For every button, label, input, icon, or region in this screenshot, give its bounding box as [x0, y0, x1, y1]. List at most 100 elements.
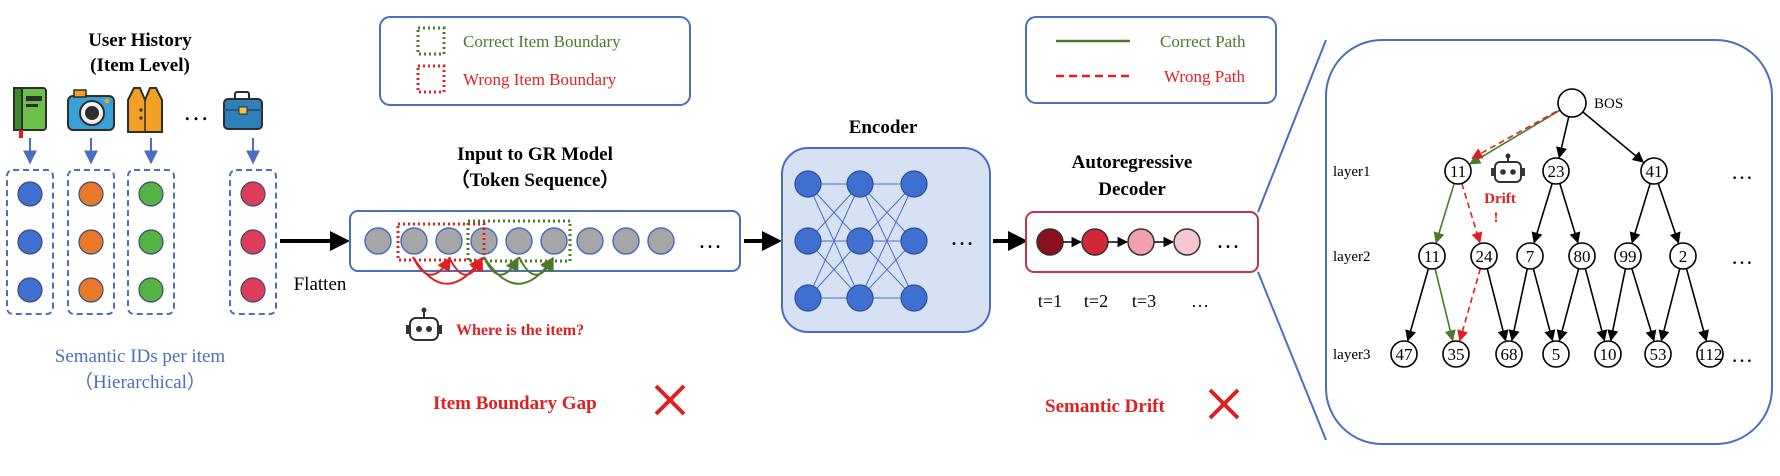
tree-layer3-node [1644, 340, 1672, 368]
zoom-line-top [1257, 39, 1327, 213]
decoder-token [1081, 228, 1109, 256]
tree-layer2-node [1614, 242, 1642, 270]
tree-layer2-node-label: 80 [1574, 247, 1591, 266]
attention-arcs [412, 256, 554, 285]
decoder-ellipsis: … [1216, 228, 1240, 254]
item-boundary-gap-label: Item Boundary Gap [433, 393, 597, 414]
tree-edge [1584, 268, 1608, 342]
sequence-token [505, 227, 533, 255]
id-column-frame [6, 169, 54, 315]
tree-edge [1471, 110, 1558, 159]
semantic-ids-label: Semantic IDs per item [55, 346, 226, 367]
encoder-node [846, 170, 874, 198]
semantic-id-token [138, 277, 164, 303]
boundary-gap-cross-icon [654, 384, 686, 416]
path-legend-box [1025, 16, 1277, 104]
correct-boundary-label: Correct Item Boundary [463, 32, 621, 51]
sequence-token [400, 227, 428, 255]
zoom-line-bottom [1257, 271, 1327, 441]
tree-edge [1657, 183, 1681, 244]
tree-layer2-node-label: 11 [1424, 247, 1440, 266]
decoder-token [1173, 228, 1201, 256]
tree-layer2-node [1516, 242, 1544, 270]
boundary-legend-box [379, 16, 691, 106]
tree-panel [1325, 39, 1773, 445]
tree-layer2-node [1470, 242, 1498, 270]
tree-row-ellipsis: … [1731, 159, 1753, 184]
tree-edge [1658, 268, 1681, 342]
tree-edge [1508, 268, 1529, 342]
camera-icon [67, 89, 115, 131]
correct-boundary-swatch [416, 26, 446, 56]
semantic-drift-cross-icon [1208, 388, 1240, 420]
wrong-boundary-label: Wrong Item Boundary [463, 70, 617, 89]
sequence-token [470, 227, 498, 255]
semantic-id-token [78, 229, 104, 255]
tree-edge [1629, 183, 1651, 244]
semantic-id-token [17, 181, 43, 207]
encoder-ellipsis: … [950, 225, 974, 251]
semantic-id-token [17, 277, 43, 303]
sequence-token [612, 227, 640, 255]
user-history-subtitle: (Item Level) [90, 55, 190, 76]
tree-layer3-node [1390, 340, 1418, 368]
tree-layer1-node [1542, 157, 1570, 185]
semantic-id-token [240, 277, 266, 303]
tree-edge [1631, 268, 1657, 342]
sequence-token [364, 227, 392, 255]
wrong-path-label: Wrong Path [1164, 67, 1245, 86]
tree-edge [1532, 268, 1556, 342]
drift-exclamation: ! [1494, 210, 1499, 226]
tree-layer1-node-label: 11 [1450, 162, 1466, 181]
drift-robot-icon [1491, 153, 1525, 183]
tree-layer2-node [1418, 242, 1446, 270]
tree-edge [1486, 268, 1509, 342]
sequence-token [540, 227, 568, 255]
tree-edge [1556, 268, 1580, 342]
encoder-node [846, 227, 874, 255]
semantic-drift-label: Semantic Drift [1045, 396, 1165, 417]
correct-path-label: Correct Path [1160, 32, 1246, 51]
encoder-network [794, 170, 928, 312]
semantic-id-token [240, 229, 266, 255]
decoder-tokens [1036, 228, 1201, 256]
where-is-item-question: Where is the item? [456, 322, 584, 339]
tree-edge [1433, 183, 1455, 244]
encoder-node [794, 227, 822, 255]
token-ellipsis: … [698, 228, 722, 254]
tree-edge [1461, 183, 1483, 244]
encoder-title: Encoder [849, 117, 918, 138]
tree-layer2-node [1568, 242, 1596, 270]
briefcase-icon [223, 91, 263, 130]
tree-layer1-node [1640, 157, 1668, 185]
tree-layer3-node-label: 35 [1448, 345, 1465, 364]
tree-edge [1556, 115, 1570, 159]
tree-layer2-node-label: 2 [1679, 247, 1688, 266]
semantic-id-token [138, 229, 164, 255]
sequence-token [576, 227, 604, 255]
tree-layer3-node-label: 47 [1396, 345, 1414, 364]
semantic-id-token [240, 181, 266, 207]
tree-layer3-node-label: 68 [1501, 345, 1518, 364]
id-column-frame [229, 169, 277, 315]
user-history-title: User History [88, 30, 192, 51]
vest-icon [127, 87, 163, 133]
item-to-id-arrows [23, 138, 260, 165]
input-title: Input to GR Model [457, 144, 613, 165]
encoder-node [794, 284, 822, 312]
encoder-node [794, 170, 822, 198]
tree-edge [1531, 183, 1553, 244]
tree-edge [1457, 268, 1482, 342]
tree-edge [1581, 110, 1645, 163]
correct-boundary-box [466, 219, 572, 263]
tree-layer3-node-label: 5 [1552, 345, 1561, 364]
tree-layer3-node [1696, 340, 1724, 368]
tree-edge [1405, 268, 1430, 342]
tree-layer-label: layer3 [1333, 347, 1370, 363]
tree-layer3-node-label: 10 [1600, 345, 1617, 364]
decoder-token [1127, 228, 1155, 256]
tree-layer3-node-label: 112 [1698, 345, 1723, 364]
